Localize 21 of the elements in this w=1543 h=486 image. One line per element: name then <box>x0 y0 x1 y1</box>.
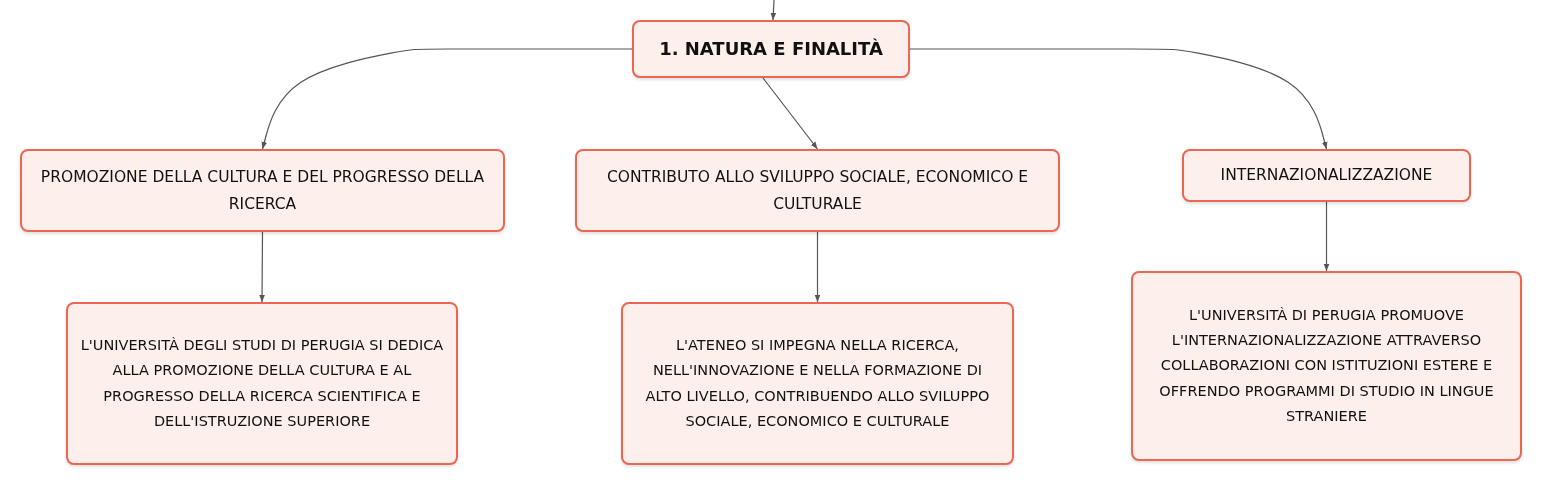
connector-arrow <box>762 77 819 150</box>
node-text: L'ATENEO SI IMPEGNA NELLA RICERCA, NELL'INNOVAZIONE E NELLA FORMAZIONE DI ALTO LIVELLO, CONTRIBUENDO ALLO SVILUPPO SOCIALE, ECONOMICO E CULTURALE <box>644 335 991 431</box>
connector-arrow <box>261 48 633 150</box>
node-text: INTERNAZIONALIZZAZIONE <box>1219 165 1434 187</box>
connector-arrow <box>770 0 777 21</box>
category-box <box>1182 149 1471 202</box>
connector-arrow <box>259 231 265 303</box>
node-text: L'UNIVERSITÀ DEGLI STUDI DI PERUGIA SI DEDICA ALLA PROMOZIONE DELLA CULTURA E AL PROGRESSO DELLA RICERCA SCIENTIFICA E DELL'ISTRUZIONE SUPERIORE <box>79 335 445 431</box>
node-text: L'UNIVERSITÀ DI PERUGIA PROMUOVE L'INTERNAZIONALIZZAZIONE ATTRAVERSO COLLABORAZIONI CON ISTITUZIONI ESTERE E OFFRENDO PROGRAMMI DI STUDIO IN LINGUE STRANIERE <box>1158 305 1495 427</box>
description-box <box>621 302 1014 465</box>
description-box <box>66 302 458 465</box>
description-box <box>1131 271 1522 461</box>
category-box <box>575 149 1060 232</box>
node-text: 1. NATURA E FINALITÀ <box>658 36 884 61</box>
connector-arrow <box>1323 201 1330 272</box>
category-box <box>20 149 505 232</box>
connector-arrow <box>814 231 821 303</box>
connector-arrow <box>909 48 1328 150</box>
node-text: CONTRIBUTO ALLO SVILUPPO SOCIALE, ECONOMICO E CULTURALE <box>605 167 1030 215</box>
topic-box <box>632 20 910 78</box>
node-text: PROMOZIONE DELLA CULTURA E DEL PROGRESSO DELLA RICERCA <box>39 167 486 215</box>
